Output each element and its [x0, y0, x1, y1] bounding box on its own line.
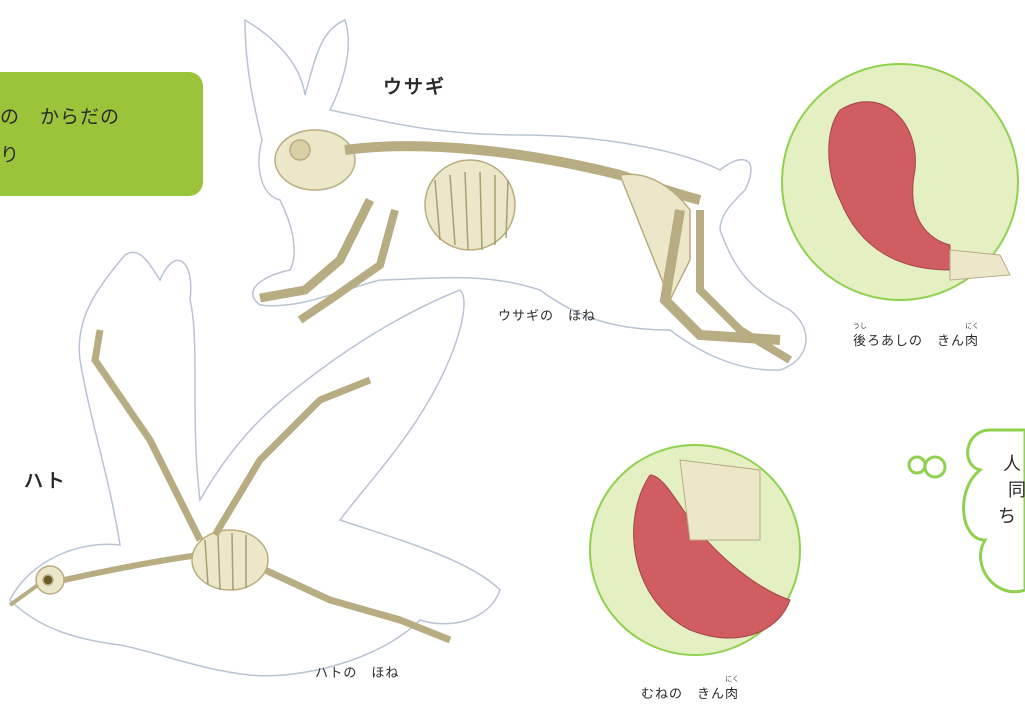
- ruby-niku: 肉にく: [965, 330, 979, 349]
- thought-line-3: ち: [998, 504, 1016, 530]
- pigeon-skeleton: [10, 330, 450, 640]
- rabbit-muscle-circle: [782, 64, 1018, 300]
- pigeon-bones-caption: ハトの ほね: [315, 662, 399, 681]
- rabbit-muscle-caption: 後うしろあしの きん肉にく: [853, 330, 979, 349]
- ruby-ushi: 後うし: [853, 330, 867, 349]
- thought-line-2: 同: [1008, 478, 1025, 504]
- rabbit-label: ウサギ: [383, 72, 446, 99]
- rabbit-bones-caption: ウサギの ほね: [498, 305, 596, 324]
- rabbit-skeleton: [260, 130, 790, 360]
- pigeon-muscle-caption: むねの きん肉にく: [641, 683, 739, 702]
- thought-line-1: 人: [1003, 452, 1021, 478]
- pigeon-label: ハト: [24, 466, 67, 493]
- ruby-niku-2: 肉にく: [725, 683, 739, 702]
- pigeon-muscle-circle: [590, 445, 800, 655]
